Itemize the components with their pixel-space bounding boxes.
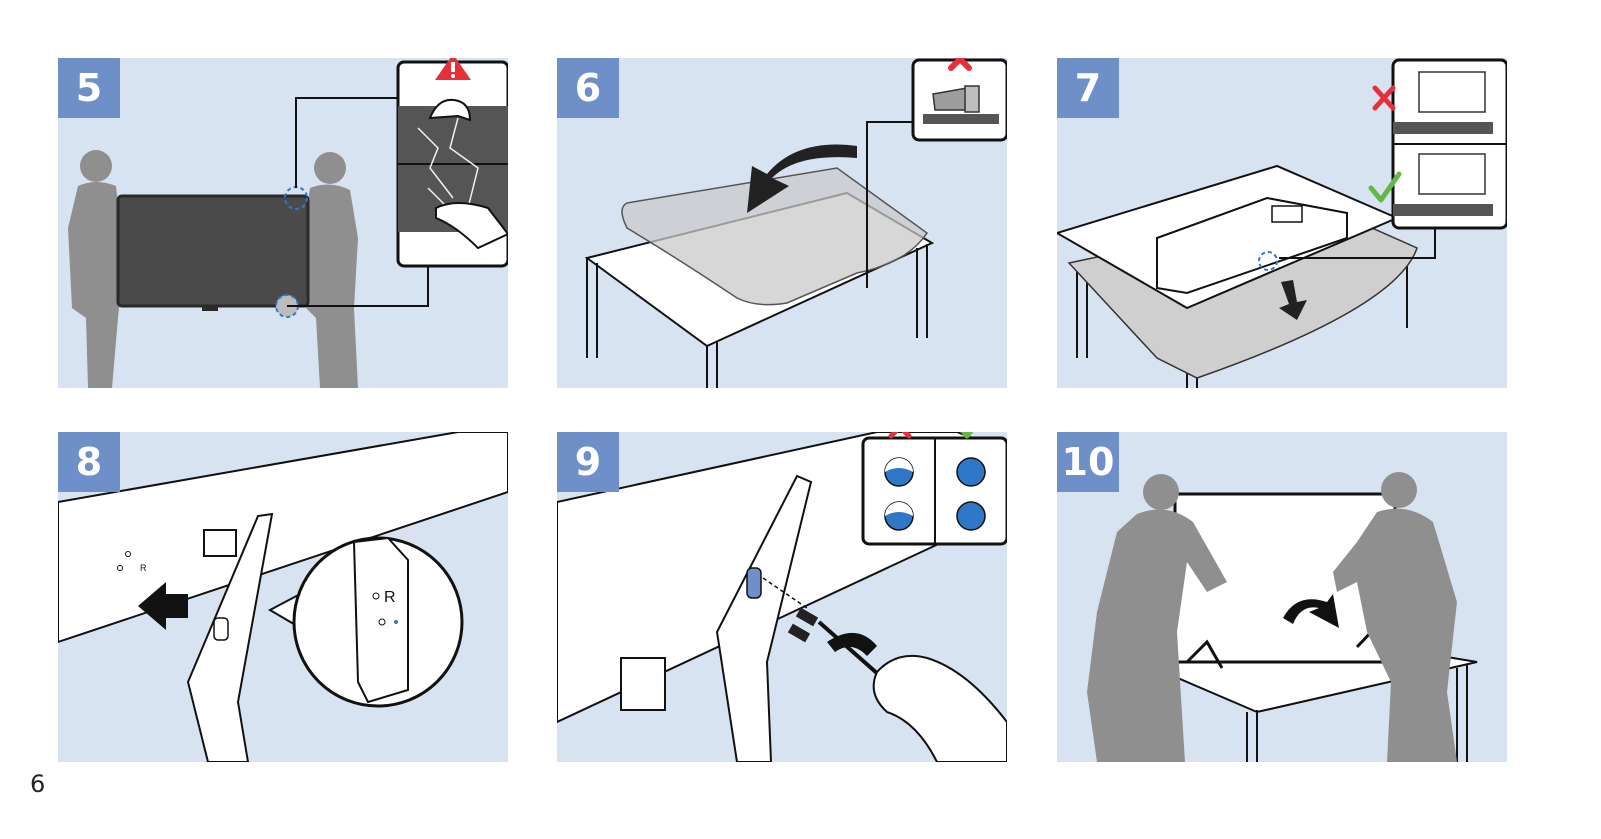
step-7-panel: 7	[1057, 58, 1507, 388]
step-7-illustration	[1057, 58, 1507, 388]
step-number-badge: 6	[557, 58, 619, 118]
cross-icon	[1375, 88, 1393, 108]
step-number-badge: 9	[557, 432, 619, 492]
callout-box	[863, 438, 1007, 544]
hand-icon	[874, 656, 1007, 762]
step-number-badge: 10	[1057, 432, 1119, 492]
step-number-badge: 8	[58, 432, 120, 492]
screw-icon	[913, 60, 1007, 140]
step-8-illustration: R R	[58, 432, 508, 762]
zoom-side-label: R	[384, 589, 396, 606]
step-10-illustration	[1057, 432, 1507, 762]
step-9-panel: 9	[557, 432, 1007, 762]
step-number-badge: 5	[58, 58, 120, 118]
callout-box	[1393, 60, 1507, 228]
step-5-illustration	[58, 58, 508, 388]
step-number-badge: 7	[1057, 58, 1119, 118]
step-5-panel: 5	[58, 58, 508, 388]
step-6-illustration	[557, 58, 1007, 388]
step-6-panel: 6	[557, 58, 1007, 388]
step-10-panel: 10	[1057, 432, 1507, 762]
page-number: 6	[30, 770, 45, 798]
mount-side-label: R	[140, 563, 147, 573]
magnifier-icon: R	[270, 538, 462, 706]
step-8-panel: R R 8	[58, 432, 508, 762]
tv-icon	[118, 196, 308, 311]
person-icon	[68, 150, 124, 388]
screw-hole-icon	[747, 568, 761, 598]
step-9-illustration	[557, 432, 1007, 762]
